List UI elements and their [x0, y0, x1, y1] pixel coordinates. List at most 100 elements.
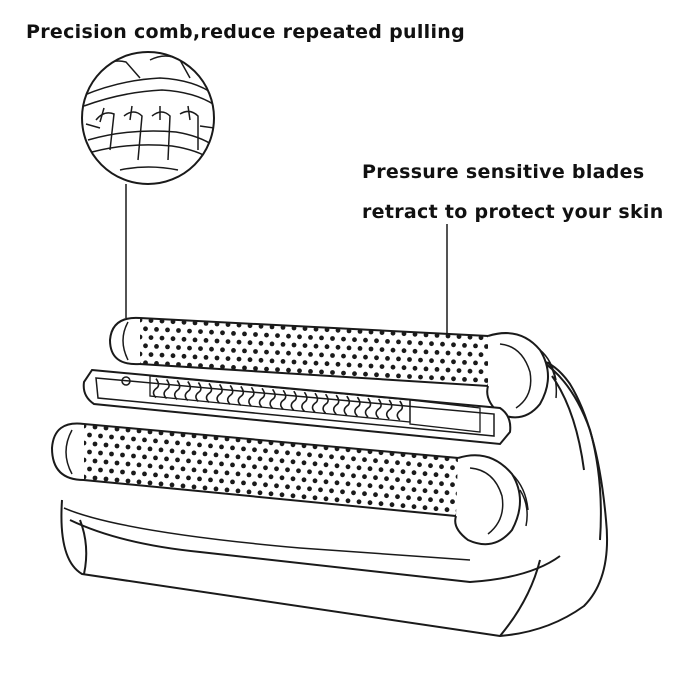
foil-hole [231, 348, 236, 353]
foil-hole [203, 338, 209, 343]
foil-hole [231, 331, 236, 336]
foil-hole [131, 470, 136, 476]
foil-hole [219, 461, 224, 467]
foil-hole [191, 484, 197, 490]
foil-hole [175, 440, 180, 446]
foil-hole [268, 440, 274, 446]
foil-hole [373, 492, 378, 498]
foil-hole [346, 345, 352, 351]
foil-hole [148, 335, 154, 340]
foil-hole [319, 369, 324, 375]
foil-hole [125, 427, 131, 433]
foil-hole [180, 466, 186, 472]
foil-hole [429, 341, 434, 347]
precision-comb-bar [82, 368, 512, 446]
foil-hole [236, 339, 242, 345]
foil-hole [109, 468, 114, 474]
foil-hole [180, 449, 186, 455]
foil-hole [368, 346, 374, 352]
foil-hole [378, 450, 384, 456]
foil-hole [352, 354, 357, 360]
foil-hole [456, 368, 462, 373]
foil-hole [444, 490, 450, 496]
foil-hole [257, 456, 263, 462]
foil-hole [301, 460, 307, 466]
foil-hole [440, 375, 445, 381]
foil-hole [279, 492, 285, 498]
foil-hole [302, 326, 308, 331]
foil-hole [263, 448, 268, 454]
foil-hole [345, 464, 351, 470]
foil-hole [279, 475, 285, 481]
foil-hole [473, 343, 478, 349]
foil-hole [450, 482, 455, 488]
foil-hole [87, 432, 92, 438]
foil-hole [407, 340, 412, 345]
foil-hole [384, 476, 389, 482]
foil-hole [202, 485, 208, 491]
foil-hole [439, 498, 444, 504]
foil-hole [169, 431, 175, 437]
foil-hole [202, 434, 208, 440]
foil-hole [428, 497, 433, 503]
comb-tooth [332, 394, 340, 415]
foil-hole [374, 355, 379, 361]
foil-hole [401, 365, 407, 371]
comb-tooth [269, 388, 276, 409]
foil-hole [367, 449, 373, 455]
foil-hole [170, 319, 176, 325]
foil-hole [136, 479, 142, 485]
foil-hole [269, 358, 275, 364]
foil-hole [236, 322, 242, 328]
foil-hole [296, 451, 301, 457]
foil-hole [451, 359, 456, 365]
comb-pin-icon [121, 376, 131, 386]
bottom-foil-cylinder [50, 422, 529, 561]
foil-hole [411, 487, 417, 493]
comb-tooth [226, 384, 234, 405]
foil-hole [252, 447, 257, 453]
foil-hole [428, 480, 433, 486]
foil-hole [307, 452, 312, 458]
foil-hole [169, 482, 175, 488]
foil-hole [417, 496, 422, 502]
foil-hole [384, 493, 389, 499]
foil-hole [412, 365, 418, 371]
comb-tooth [322, 393, 329, 414]
foil-hole [280, 325, 286, 330]
foil-hole [440, 341, 445, 347]
foil-hole [186, 441, 191, 447]
foil-hole [269, 341, 275, 347]
foil-hole [323, 496, 329, 502]
foil-hole [396, 356, 401, 362]
foil-hole [341, 353, 346, 359]
foil-hole [253, 349, 258, 354]
comb-tooth [163, 379, 170, 400]
top-foil-cylinder [108, 316, 558, 419]
foil-hole [357, 363, 363, 368]
foil-hole [120, 469, 125, 475]
foil-hole [213, 435, 219, 441]
foil-hole [257, 439, 263, 445]
blades-caption-line-1: Pressure sensitive blades [362, 161, 645, 183]
comb-tooth [343, 395, 351, 416]
foil-hole [263, 465, 268, 471]
foil-hole [176, 328, 181, 333]
foil-hole [422, 471, 428, 477]
foil-hole [318, 470, 323, 476]
foil-hole [297, 334, 302, 340]
foil-hole [153, 472, 158, 478]
foil-hole [280, 342, 286, 347]
foil-hole [147, 429, 153, 435]
foil-hole [197, 442, 202, 448]
blades-caption-line-2: retract to protect your skin [362, 201, 664, 223]
foil-hole [225, 322, 231, 327]
foil-hole [209, 346, 214, 352]
foil-hole [274, 449, 279, 455]
foil-hole [241, 446, 246, 452]
foil-hole [258, 323, 264, 329]
foil-hole [291, 342, 297, 348]
foil-hole [411, 504, 417, 510]
foil-hole [169, 448, 175, 454]
foil-hole [307, 486, 312, 492]
